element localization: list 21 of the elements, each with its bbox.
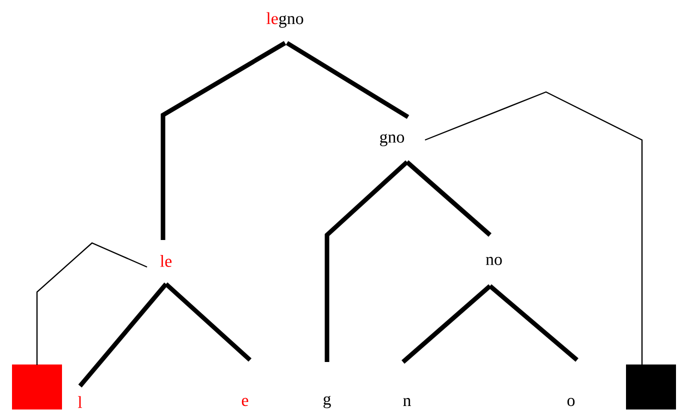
tree-branch xyxy=(424,91,643,365)
tree-label: le xyxy=(160,255,172,267)
tree-label: no xyxy=(486,256,502,266)
tree-branch xyxy=(36,242,148,365)
square-marker xyxy=(626,364,676,410)
tree-label: gno xyxy=(380,134,404,146)
tree-branch xyxy=(78,282,168,388)
tree-branch xyxy=(164,282,252,362)
square-marker xyxy=(12,364,62,410)
tree-label: l xyxy=(78,396,82,408)
tree-label: n xyxy=(403,398,411,406)
tree-label: legno xyxy=(266,12,304,28)
tree-label: o xyxy=(567,398,575,406)
tree-label: g xyxy=(324,396,331,408)
tree-branch xyxy=(160,41,286,240)
tree-branch xyxy=(406,160,492,237)
tree-branch xyxy=(286,41,410,119)
tree-branch xyxy=(402,284,492,364)
tree-label: e xyxy=(242,398,248,406)
tree-branch xyxy=(324,160,409,362)
tree-branch xyxy=(488,284,578,362)
